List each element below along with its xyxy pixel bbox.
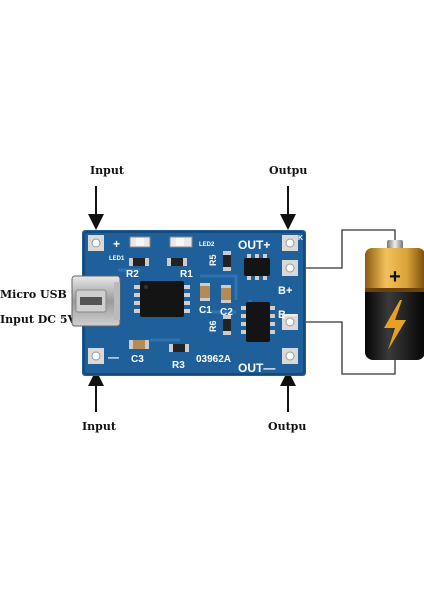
input-top-label: Input [90, 164, 124, 177]
battery: + [365, 240, 424, 360]
resistor-r1 [167, 258, 187, 266]
silk-corner-mark: K [298, 235, 303, 242]
silk-c2: C2 [220, 307, 233, 318]
silk-c3: C3 [131, 354, 144, 365]
input-bottom-label: Input [82, 420, 116, 433]
pad-b-plus [282, 260, 298, 276]
resistor-r5 [223, 251, 231, 271]
silk-led1: LED1 [109, 256, 125, 262]
pad-input-plus [88, 235, 104, 251]
silk-r1: R1 [180, 269, 193, 280]
led2-component [169, 236, 193, 248]
capacitor-c1 [200, 283, 210, 301]
pad-out-minus [282, 348, 298, 364]
mosfet-chip [241, 302, 275, 342]
silk-model-code: 03962A [196, 354, 231, 365]
silk-out-minus: OUT— [238, 361, 275, 375]
protection-ic-chip [244, 254, 270, 280]
pad-b-minus [282, 314, 298, 330]
output-bottom-label: Outpu [268, 420, 307, 433]
led1-component [129, 236, 151, 248]
resistor-r2 [129, 258, 149, 266]
silk-led2: LED2 [199, 242, 215, 248]
resistor-r6 [223, 315, 231, 335]
lightning-bolt-icon [384, 300, 406, 350]
pad-input-minus [88, 348, 104, 364]
silk-b-plus: B+ [278, 285, 292, 297]
output-top-label: Outpu [269, 164, 308, 177]
silk-plus: + [113, 237, 120, 251]
resistor-r3 [169, 344, 189, 352]
silk-r6: R6 [208, 320, 218, 332]
silk-r3: R3 [172, 360, 185, 371]
silk-b-minus: B— [278, 309, 297, 321]
silk-minus: — [108, 352, 119, 364]
capacitor-c2 [221, 285, 231, 303]
micro-usb-connector [71, 275, 121, 327]
input-dc-label: Input DC 5V [0, 313, 77, 326]
silk-r5: R5 [208, 254, 218, 266]
pcb-board: + — LED1 LED2 R2 R1 R5 C1 C2 R6 C3 R3 03… [71, 230, 306, 376]
capacitor-c3 [129, 340, 149, 349]
pad-out-plus [282, 235, 298, 251]
battery-wires [300, 229, 396, 375]
silk-r2: R2 [126, 269, 139, 280]
battery-plus-symbol: + [389, 266, 401, 288]
silk-out-plus: OUT+ [238, 238, 270, 252]
micro-usb-label: Micro USB [0, 288, 67, 301]
silk-c1: C1 [199, 305, 212, 316]
charger-ic-chip [134, 281, 190, 317]
